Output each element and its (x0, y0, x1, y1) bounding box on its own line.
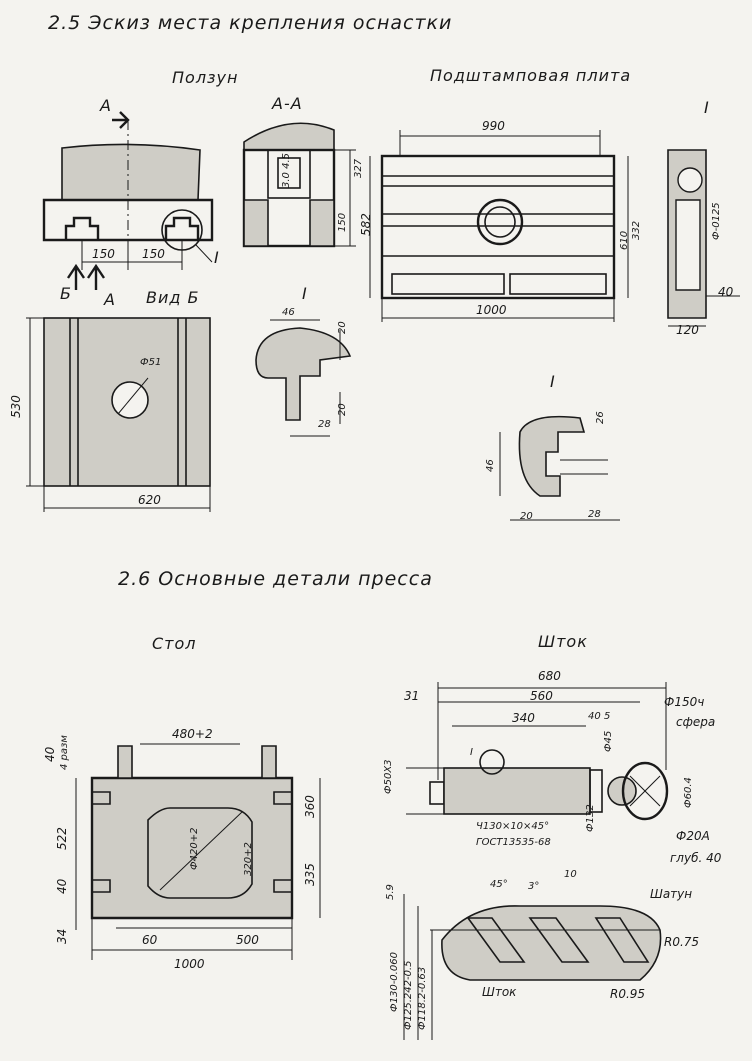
dim-rod-phi20: Ф20А (676, 829, 710, 843)
view-title-podshtamp: Подштамповая плита (430, 66, 632, 85)
dim-slider-530: 530 (9, 395, 23, 418)
dim-slider-150a: 150 (92, 247, 115, 261)
dim-thread-phi125: Ф125.242-0.5 (403, 960, 414, 1030)
dim-table-522: 522 (55, 827, 69, 850)
dim-table-top-v: 4 разм (59, 735, 70, 770)
label-shatun: Шатун (650, 887, 693, 901)
dim-thread-3deg: 3° (528, 881, 540, 892)
dim-table-34: 34 (55, 928, 69, 944)
dim-thread-phi130: Ф130-0.060 (389, 952, 400, 1012)
dim-rod-5: 5 (604, 711, 611, 722)
detail-i-plate (499, 415, 620, 521)
detail-i-slider (255, 319, 352, 437)
view-title-polzun: Ползун (172, 68, 239, 87)
dim-thread-r095: R0.95 (610, 987, 646, 1001)
view-mark-b: Б (60, 284, 72, 303)
dim-plate-990: 990 (482, 119, 505, 133)
dim-detail-46: 46 (282, 307, 295, 318)
dim-slider-620: 620 (138, 493, 161, 507)
dim-plate-side-text: Ф-0125 (711, 202, 722, 240)
dim-table-40-bottom: 40 (55, 878, 69, 894)
dim-rod-phi150: Ф150ч (664, 695, 705, 709)
dim-aa-150: 150 (337, 212, 348, 232)
detail-title-i-slider: I (302, 284, 308, 303)
section-2-5-title: 2.5 Эскиз места крепления оснастки (48, 12, 453, 34)
dim-rod-phi132: Ф132 (585, 804, 596, 832)
dim-plate-detail-20: 20 (520, 511, 533, 522)
detail-mark-i-slider: I (214, 248, 220, 267)
rod-note-gost: ГОСТ13535-68 (476, 837, 551, 848)
dim-table-phi420: Ф420+2 (189, 827, 200, 870)
dim-slider-phi: Ф51 (140, 357, 162, 368)
dim-plate-detail-28: 28 (588, 509, 601, 520)
detail-mark-i-plate: I (704, 98, 710, 117)
view-title-stol: Стол (152, 634, 197, 653)
detail-mark-i-rod: I (470, 747, 473, 758)
dim-rod-phi45: Ф45 (603, 730, 614, 752)
dim-aa-box: 3.0 4.5 (281, 153, 292, 188)
rod-view (406, 682, 669, 821)
dim-rod-phi60: Ф60.4 (683, 777, 694, 808)
dim-rod-31: 31 (404, 689, 420, 703)
dim-thread-45deg: 45° (490, 879, 508, 890)
dim-thread-59: 5.9 (385, 884, 396, 900)
section-mark-a-bottom: А (104, 290, 116, 309)
dim-table-500: 500 (236, 933, 259, 947)
dim-plate-1000: 1000 (476, 303, 507, 317)
dim-table-40-top: 40 (43, 746, 57, 762)
dim-rod-40: 40 (588, 711, 601, 722)
dim-table-335: 335 (303, 863, 317, 886)
table-view (75, 743, 321, 960)
thread-detail (403, 894, 662, 1040)
dim-rod-340: 340 (512, 711, 535, 725)
dim-slider-150b: 150 (142, 247, 165, 261)
dim-plate-40: 40 (718, 285, 734, 299)
dim-table-360: 360 (303, 795, 317, 818)
view-title-shtok: Шток (538, 632, 588, 651)
dim-thread-10: 10 (564, 869, 577, 880)
dim-plate-detail-46: 46 (485, 459, 496, 472)
slider-view-b (26, 317, 211, 512)
dim-detail-28: 28 (318, 419, 331, 430)
rod-note-chamfer: Ч130×10×45° (476, 821, 550, 832)
dim-thread-phi118: Ф118.2-0.63 (417, 966, 428, 1030)
dim-plate-332: 332 (631, 220, 642, 240)
section-aa (242, 122, 356, 248)
dim-table-60: 60 (142, 933, 158, 947)
dim-rod-glub: глуб. 40 (670, 851, 722, 865)
plate-side-view (667, 149, 740, 327)
dim-plate-120: 120 (676, 323, 699, 337)
dim-detail-20b: 20 (337, 403, 348, 416)
dim-aa-327: 327 (353, 158, 364, 178)
section-2-6-title: 2.6 Основные детали пресса (118, 568, 433, 590)
dim-plate-detail-26: 26 (595, 411, 606, 424)
section-mark-a-top: А (100, 96, 112, 115)
dim-rod-560: 560 (530, 689, 553, 703)
dim-rod-680: 680 (538, 669, 561, 683)
dim-plate-610: 610 (619, 230, 630, 250)
plate-top-view (369, 130, 629, 322)
detail-title-i-plate: I (550, 372, 556, 391)
label-shtok: Шток (482, 985, 517, 999)
slider-front-view (42, 111, 214, 290)
dim-rod-phi50: Ф50Х3 (383, 759, 394, 794)
dim-thread-r075: R0.75 (664, 935, 700, 949)
dim-rod-sfera: сфера (676, 715, 716, 729)
dim-plate-582: 582 (359, 213, 373, 236)
view-title-vid-b: Вид Б (146, 288, 200, 307)
view-title-aa: А-А (272, 94, 303, 113)
dim-table-320: 320+2 (243, 842, 254, 876)
dim-table-1000: 1000 (174, 957, 205, 971)
dim-detail-20a: 20 (337, 321, 348, 334)
dim-table-480: 480+2 (172, 727, 213, 741)
